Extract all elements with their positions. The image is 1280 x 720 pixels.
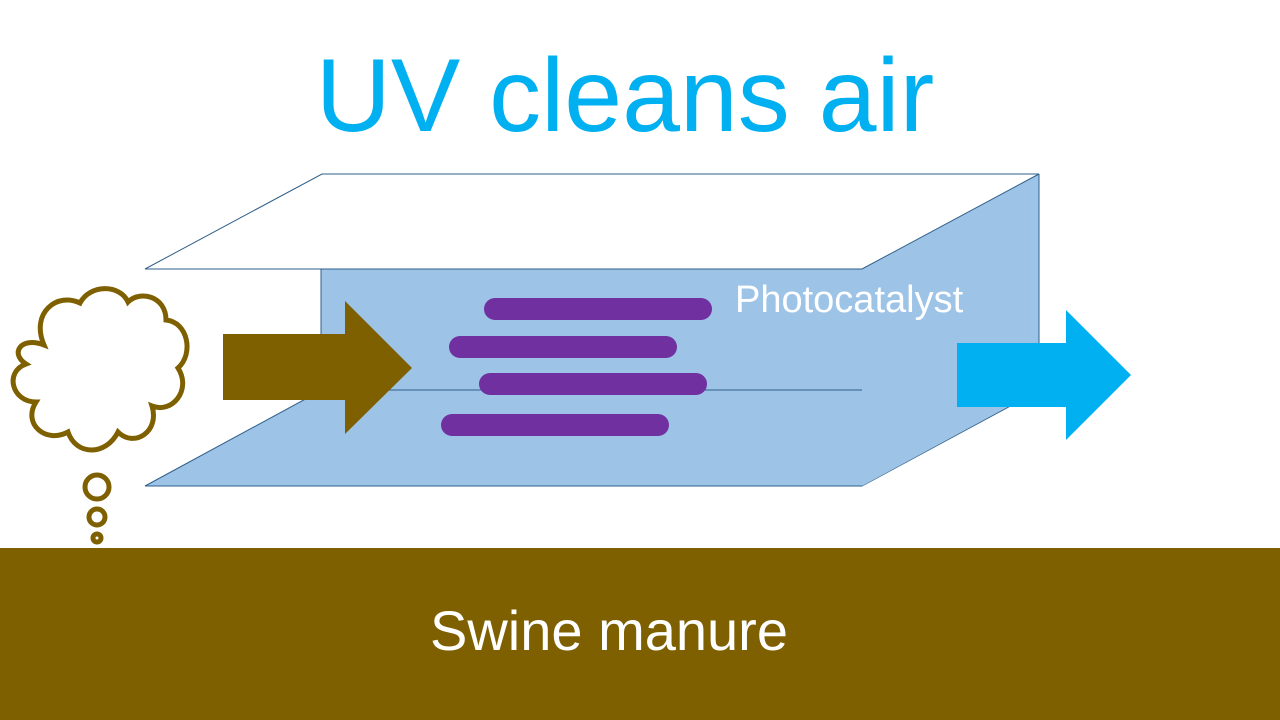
top-plate [144,173,1040,270]
uv-lamp [449,336,677,358]
right-side-panel [862,174,1039,486]
uv-lamp [484,298,712,320]
uv-lamp [479,373,707,395]
photocatalyst-label: Photocatalyst [735,279,964,321]
uv-lamp [441,414,669,436]
slide-title: UV cleans air [315,38,935,154]
manure-ground [0,548,1280,720]
dirty-air-arrow-icon [223,301,412,434]
clean-air-arrow-icon [957,310,1131,440]
manure-label: Swine manure [430,599,788,662]
odor-cloud-icon [10,286,190,545]
